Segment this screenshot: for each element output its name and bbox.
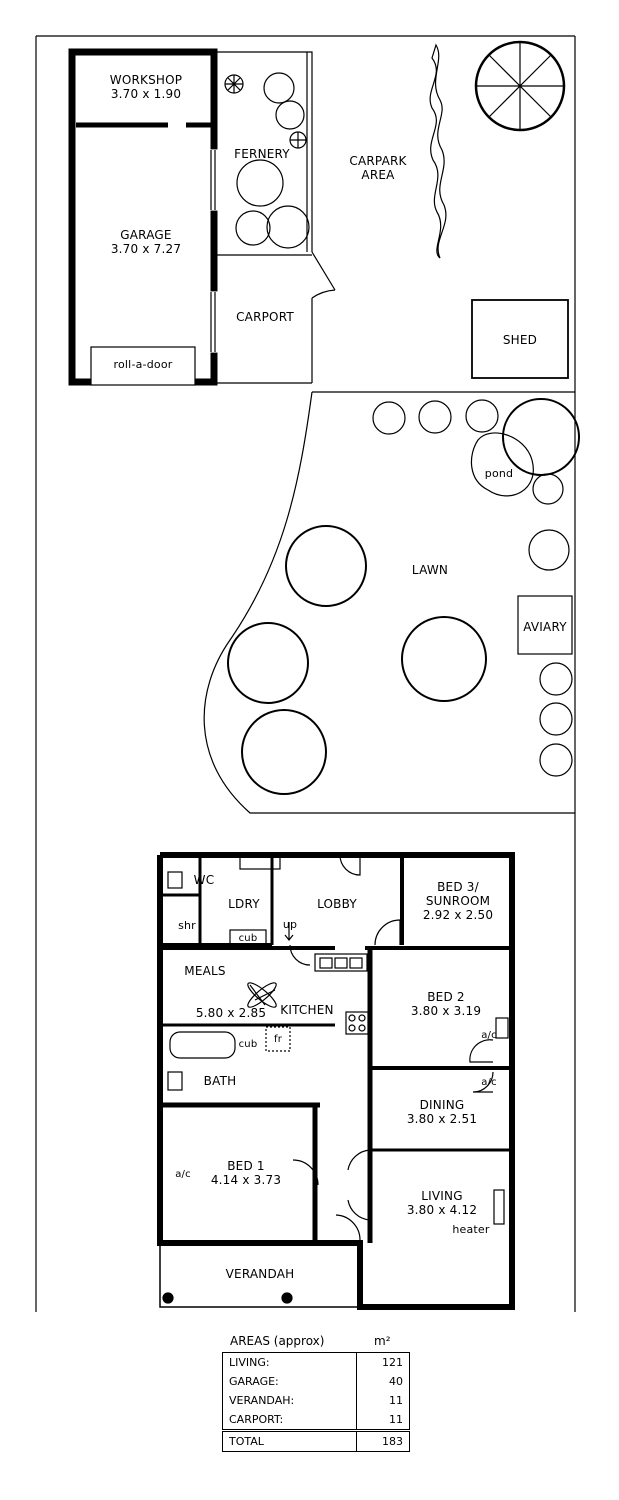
fernery-label: FERNERY	[234, 147, 290, 161]
kitchen-name-label: KITCHEN	[280, 1003, 334, 1017]
ldry-label: LDRY	[228, 897, 260, 911]
dining-ac-label: a/c	[481, 1077, 497, 1088]
bath-label: BATH	[203, 1074, 237, 1088]
garage-outer-wall	[68, 48, 218, 386]
table-row: GARAGE: 40	[222, 1372, 410, 1391]
cub-label-bath: cub	[238, 1039, 258, 1050]
carport-label: CARPORT	[236, 310, 294, 324]
areas-unit: m²	[374, 1334, 391, 1348]
lobby-label: LOBBY	[317, 897, 357, 911]
areas-title: AREAS (approx)	[230, 1334, 325, 1348]
roll-a-door-label: roll-a-door	[113, 358, 173, 371]
table-row: CARPORT: 11	[222, 1410, 410, 1431]
verandah-label: VERANDAH	[225, 1267, 295, 1281]
table-total-row: TOTAL 183	[222, 1429, 410, 1452]
wc-label: WC	[193, 873, 215, 887]
aviary-label: AVIARY	[523, 620, 567, 634]
pond-label: pond	[484, 467, 514, 480]
roll-a-door	[90, 346, 196, 386]
bathtub	[169, 1031, 236, 1059]
table-row: LIVING: 121	[222, 1352, 410, 1372]
lawn-label: LAWN	[411, 563, 449, 577]
bed1-ac-label: a/c	[175, 1169, 191, 1180]
table-row: VERANDAH: 11	[222, 1391, 410, 1410]
shed-label: SHED	[502, 333, 538, 347]
aviary	[517, 595, 573, 655]
stove	[345, 1011, 369, 1035]
meals-label: MEALS	[184, 964, 226, 978]
kitchen-dims-label: 5.80 x 2.85	[195, 1006, 267, 1020]
cub-label-laundry: cub	[238, 933, 258, 944]
carport-door-swing	[311, 251, 336, 299]
shed	[471, 299, 569, 379]
bed2-ac-label: a/c	[481, 1030, 497, 1041]
shr-label: shr	[178, 919, 196, 932]
verandah	[159, 1242, 361, 1308]
property-boundary	[35, 35, 576, 1312]
lawn-boundary	[203, 391, 575, 814]
fr-label: fr	[273, 1034, 283, 1045]
hedge	[429, 43, 447, 259]
pond	[470, 432, 534, 497]
up-label: up	[282, 918, 298, 931]
fridge	[265, 1026, 291, 1052]
heater-label: heater	[452, 1223, 490, 1236]
